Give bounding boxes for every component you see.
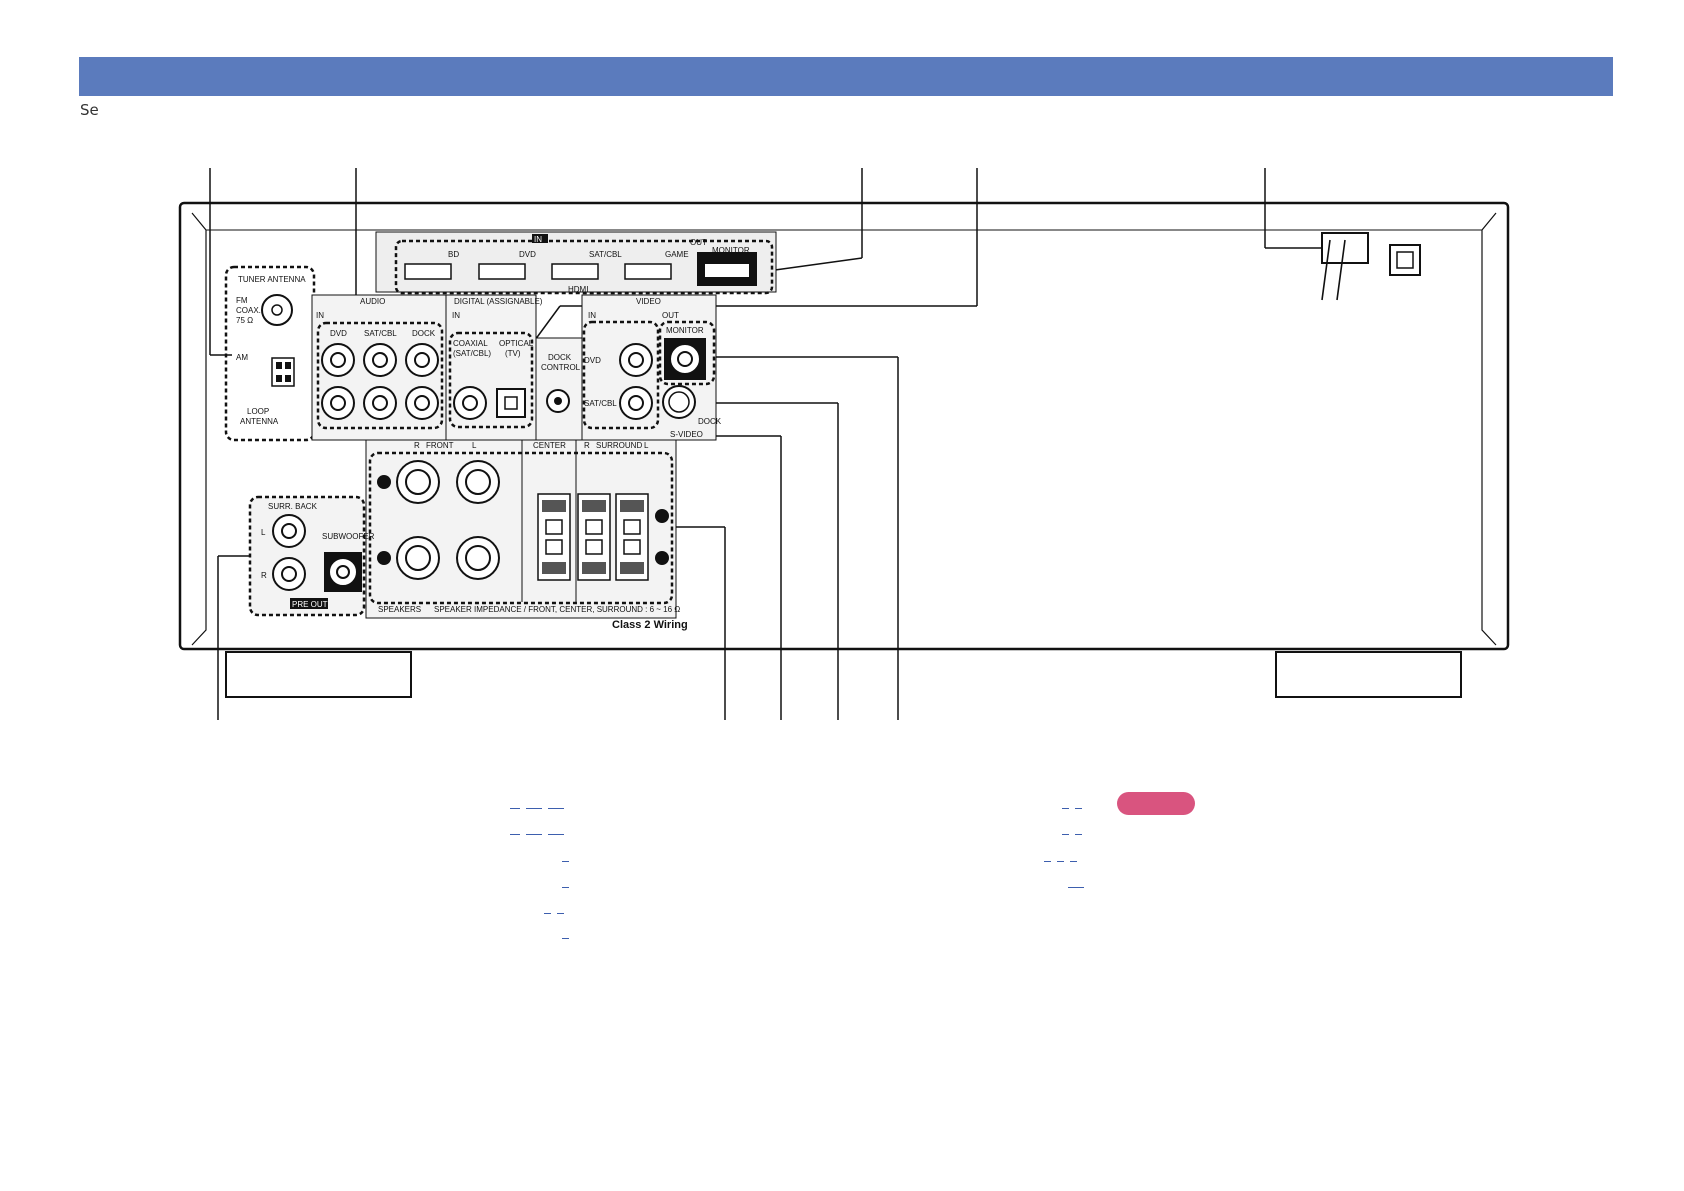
spk-front-l: L (472, 441, 477, 450)
preout-label: PRE OUT (292, 600, 328, 609)
video-label-satcbl: SAT/CBL (584, 399, 617, 408)
video-label-dock: DOCK (698, 417, 722, 426)
link-ref-1[interactable] (510, 800, 564, 814)
digital-title: DIGITAL (ASSIGNABLE) (454, 297, 543, 306)
dock-control-line1: DOCK (548, 353, 572, 362)
speakers-block: R FRONT L CENTER R SURROUND L SPEAKERS S… (365, 439, 688, 631)
video-out-badge: OUT (662, 311, 679, 320)
link-ref-7[interactable] (1062, 800, 1082, 814)
digital-optical: OPTICAL (499, 339, 534, 348)
tuner-fm: FM (236, 296, 248, 305)
video-in-badge: IN (588, 311, 596, 320)
preout-surr-back: SURR. BACK (268, 502, 318, 511)
spk-center-label: CENTER (533, 441, 566, 450)
tuner-block: TUNER ANTENNA FM COAX. 75 Ω AM LOOP ANTE… (224, 265, 316, 442)
video-block: VIDEO IN OUT DVD SAT/CBL MONITOR DOCK S-… (581, 294, 722, 441)
spk-front-label: FRONT (426, 441, 454, 450)
hdmi-out-badge: OUT (690, 238, 707, 247)
preout-r: R (261, 571, 267, 580)
hdmi-label-game: GAME (665, 250, 689, 259)
rear-panel-svg: IN BD DVD SAT/CBL GAME OUT MONITOR HDMI … (178, 168, 1510, 720)
digital-optical-sub: (TV) (505, 349, 521, 358)
link-ref-9[interactable] (1044, 853, 1077, 867)
hdmi-ports (404, 252, 757, 286)
spk-surround-label: SURROUND (596, 441, 642, 450)
dock-control-block: DOCK CONTROL (535, 337, 583, 441)
digital-coaxial-sub: (SAT/CBL) (453, 349, 491, 358)
link-ref-5[interactable] (544, 905, 564, 919)
tuner-ohm: 75 Ω (236, 316, 253, 325)
rear-panel-diagram: IN BD DVD SAT/CBL GAME OUT MONITOR HDMI … (178, 168, 1510, 720)
hdmi-in-badge: IN (534, 235, 542, 244)
video-label-dvd: DVD (584, 356, 601, 365)
digital-coaxial: COAXIAL (453, 339, 488, 348)
hdmi-label-satcbl: SAT/CBL (589, 250, 622, 259)
link-ref-2[interactable] (510, 826, 564, 840)
link-ref-6[interactable] (562, 930, 569, 944)
hdmi-label-bd: BD (448, 250, 459, 259)
video-label-monitor: MONITOR (666, 326, 704, 335)
tuner-am: AM (236, 353, 248, 362)
video-label-svideo: S-VIDEO (670, 430, 703, 439)
hdmi-label-monitor: MONITOR (712, 246, 750, 255)
chassis (178, 201, 1510, 698)
note-badge (1117, 792, 1195, 815)
video-title: VIDEO (636, 297, 661, 306)
audio-label-dock: DOCK (412, 329, 436, 338)
digital-block: DIGITAL (ASSIGNABLE) IN COAXIAL (SAT/CBL… (445, 294, 543, 441)
intro-text: Se (80, 101, 99, 119)
spk-class2: Class 2 Wiring (612, 619, 688, 631)
link-ref-8[interactable] (1062, 826, 1082, 840)
hdmi-label-dvd: DVD (519, 250, 536, 259)
hdmi-group-label: HDMI (568, 285, 588, 294)
preout-l: L (261, 528, 266, 537)
audio-label-dvd: DVD (330, 329, 347, 338)
link-ref-3[interactable] (562, 853, 569, 867)
header-bar (79, 57, 1613, 96)
spk-surround-r: R (584, 441, 590, 450)
audio-label-satcbl: SAT/CBL (364, 329, 397, 338)
callout-lines (209, 168, 1335, 720)
digital-in-badge: IN (452, 311, 460, 320)
preout-subwoofer: SUBWOOFER (322, 532, 375, 541)
dock-control-line2: CONTROL (541, 363, 581, 372)
audio-title: AUDIO (360, 297, 385, 306)
hdmi-block: IN BD DVD SAT/CBL GAME OUT MONITOR HDMI (375, 231, 777, 295)
link-ref-4[interactable] (562, 879, 569, 893)
audio-in-badge: IN (316, 311, 324, 320)
spk-surround-l: L (644, 441, 649, 450)
spk-front-r: R (414, 441, 420, 450)
spk-label: SPEAKERS (378, 605, 421, 614)
tuner-coax: COAX. (236, 306, 261, 315)
audio-block: AUDIO IN DVD SAT/CBL DOCK (311, 294, 447, 441)
tuner-antenna: ANTENNA (240, 417, 279, 426)
preout-block: SURR. BACK SUBWOOFER L R PRE OUT (248, 495, 375, 617)
tuner-loop: LOOP (247, 407, 269, 416)
spk-impedance: SPEAKER IMPEDANCE / FRONT, CENTER, SURRO… (434, 605, 680, 614)
tuner-title: TUNER ANTENNA (238, 275, 306, 284)
link-ref-10[interactable] (1068, 879, 1084, 893)
